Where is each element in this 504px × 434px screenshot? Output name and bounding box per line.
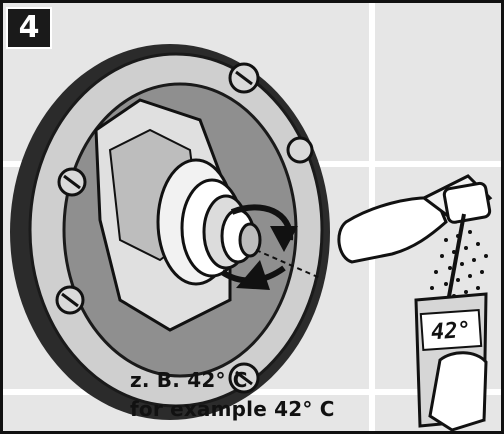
rotation-arrow-icon	[220, 204, 321, 290]
thermometer	[414, 213, 488, 432]
thermometer-reading: 42°	[430, 317, 472, 345]
hand-with-shower-head	[337, 174, 493, 264]
step-number-badge: 4	[6, 7, 52, 49]
caption-english: for example 42° C	[130, 397, 335, 421]
cartridge-stem	[156, 158, 262, 286]
caption-german: z. B. 42° C	[130, 368, 248, 392]
screw-slots	[61, 70, 253, 386]
thermometer-display-screen	[419, 308, 483, 352]
holding-hand	[428, 351, 488, 432]
